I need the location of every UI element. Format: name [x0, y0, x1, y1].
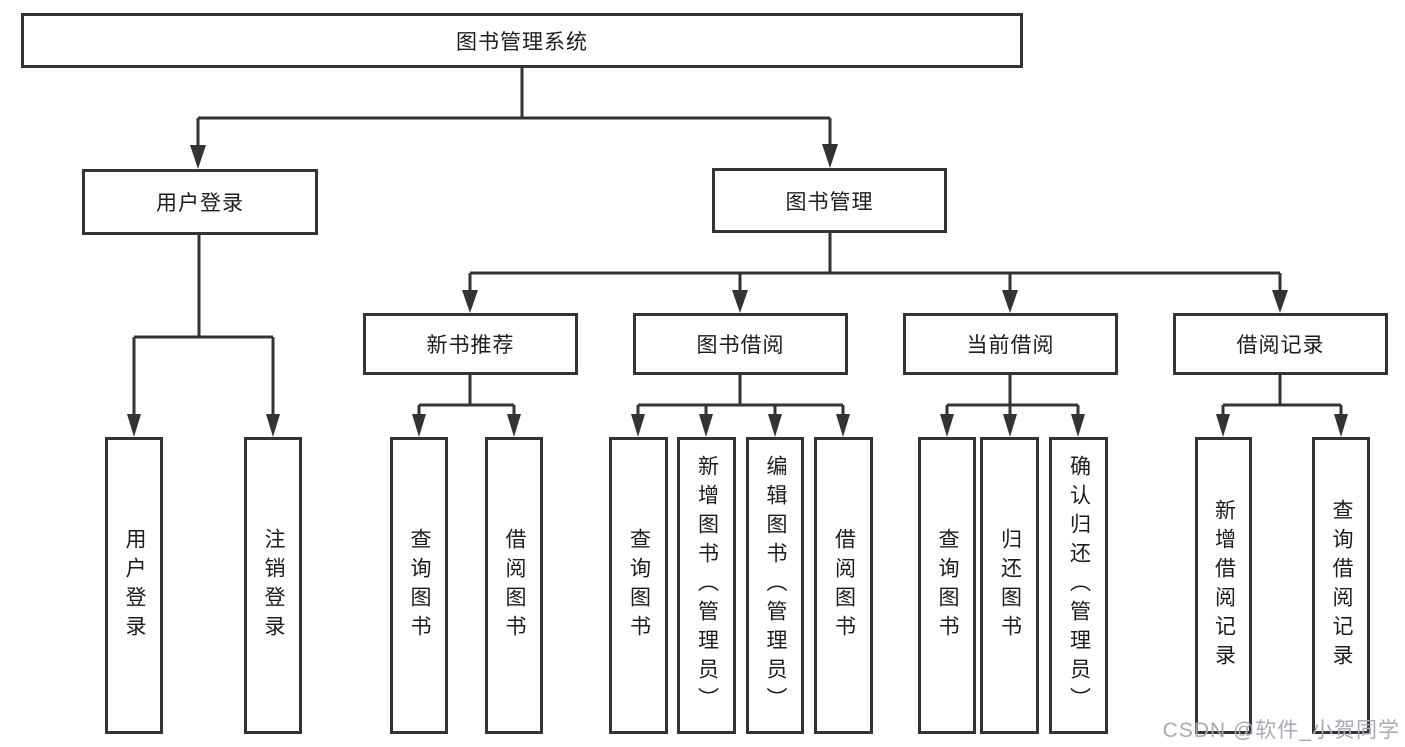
leaf-confirm-return-admin: 确认归还（管理员） — [1049, 437, 1108, 734]
leaf-add-books-admin-label: 新增图书（管理员） — [695, 455, 719, 716]
arrowhead-icons — [127, 144, 1348, 437]
leaf-add-borrow-record-label: 新增借阅记录 — [1212, 498, 1236, 673]
node-current-borrow: 当前借阅 — [903, 313, 1118, 375]
leaf-logout-label: 注销登录 — [262, 527, 285, 644]
leaf-borrow-books: 借阅图书 — [814, 437, 873, 734]
leaf-add-borrow-record: 新增借阅记录 — [1195, 437, 1252, 734]
node-book-borrow-label: 图书借阅 — [696, 334, 785, 357]
node-book-management-label: 图书管理 — [785, 190, 874, 214]
leaf-query-books-recommend: 查询图书 — [390, 437, 448, 734]
node-current-borrow-label: 当前借阅 — [966, 334, 1055, 357]
node-root-system: 图书管理系统 — [21, 13, 1023, 68]
node-book-management: 图书管理 — [712, 168, 947, 233]
node-new-book-recommend-label: 新书推荐 — [426, 334, 515, 357]
node-book-borrow: 图书借阅 — [633, 313, 848, 375]
node-new-book-recommend: 新书推荐 — [363, 313, 578, 375]
leaf-query-books-borrow-label: 查询图书 — [627, 527, 651, 644]
node-borrow-records-label: 借阅记录 — [1236, 334, 1325, 357]
leaf-edit-books-admin-label: 编辑图书（管理员） — [764, 455, 787, 716]
leaf-query-borrow-record-label: 查询借阅记录 — [1330, 498, 1353, 673]
leaf-borrow-books-recommend-label: 借阅图书 — [503, 527, 526, 644]
leaf-return-books: 归还图书 — [980, 437, 1039, 734]
leaf-confirm-return-admin-label: 确认归还（管理员） — [1067, 455, 1091, 716]
leaf-user-login-label: 用户登录 — [123, 527, 146, 644]
leaf-query-borrow-record: 查询借阅记录 — [1312, 437, 1370, 734]
leaf-query-books-current: 查询图书 — [918, 437, 976, 734]
node-borrow-records: 借阅记录 — [1173, 313, 1388, 375]
leaf-logout: 注销登录 — [244, 437, 302, 734]
watermark: CSDN @软件_小贺同学 — [1162, 719, 1400, 742]
leaf-edit-books-admin: 编辑图书（管理员） — [746, 437, 804, 734]
leaf-query-books-recommend-label: 查询图书 — [408, 527, 431, 644]
node-root-label: 图书管理系统 — [456, 30, 588, 54]
leaf-borrow-books-recommend: 借阅图书 — [485, 437, 543, 734]
leaf-user-login: 用户登录 — [105, 437, 163, 734]
node-user-login: 用户登录 — [82, 169, 318, 235]
leaf-query-books-borrow: 查询图书 — [609, 437, 668, 734]
node-user-login-label: 用户登录 — [156, 192, 244, 215]
leaf-add-books-admin: 新增图书（管理员） — [677, 437, 736, 734]
leaf-return-books-label: 归还图书 — [998, 527, 1022, 644]
leaf-query-books-current-label: 查询图书 — [936, 527, 959, 644]
leaf-borrow-books-label: 借阅图书 — [832, 527, 856, 644]
